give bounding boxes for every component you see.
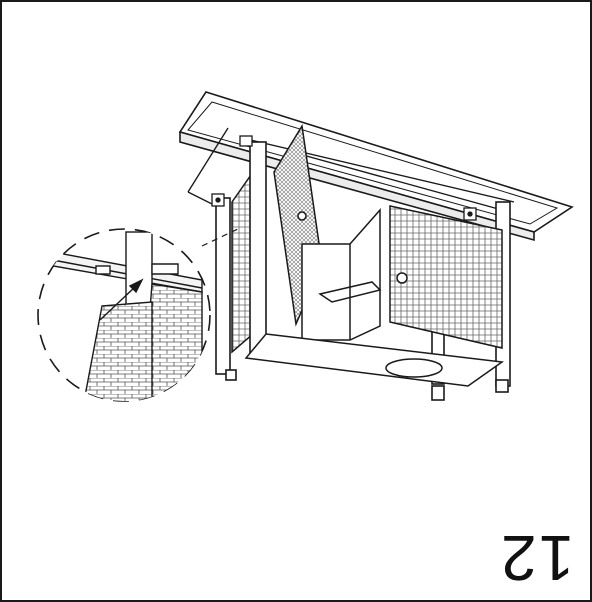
bottom-panel	[244, 333, 505, 387]
pointer-arrow	[99, 278, 144, 321]
bracket-hardware	[211, 135, 477, 221]
magnified-detail-circle	[37, 228, 211, 402]
detail-leader-line	[201, 227, 241, 247]
right-door	[389, 205, 503, 349]
cabinet-top-panel	[178, 91, 574, 242]
inner-shelves	[301, 208, 382, 341]
step-number: 12	[498, 522, 574, 594]
